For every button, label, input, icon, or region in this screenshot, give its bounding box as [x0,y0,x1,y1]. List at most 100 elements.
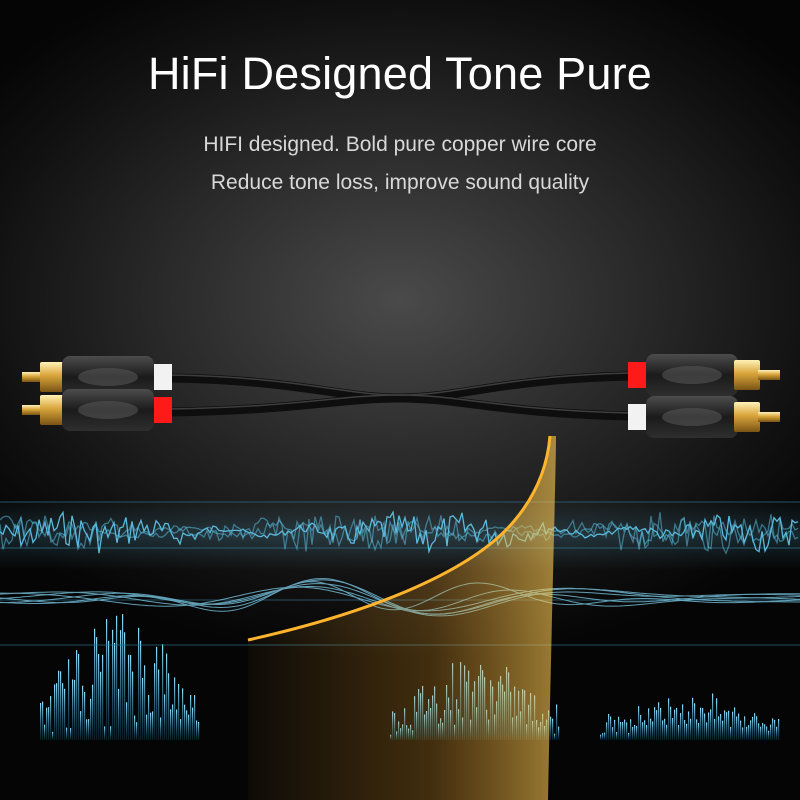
spectrum-bar [606,722,608,740]
spectrum-bar [42,701,44,740]
spectrum-bar [56,683,58,740]
spectrum-bar [682,704,684,740]
spectrum-bar [744,716,746,740]
spectrum-bar [174,677,176,740]
spectrum-bar [740,720,742,740]
spectrum-bar [86,719,88,740]
spectrum-bar [168,673,170,740]
rca-plug-right-white [628,396,780,438]
spectrum-bar [550,716,552,740]
spectrum-bar [100,671,102,740]
spectrum-bar [44,724,46,740]
spectrum-bar [688,711,690,740]
spectrum-bar [736,716,738,740]
spectrum-bar [766,726,768,740]
spectrum-bar [80,711,82,740]
spectrum-bar [96,637,98,740]
spectrum-bar [772,718,774,740]
spectrum-bar [716,698,718,740]
spectrum-bar [754,713,756,740]
spectrum-bar [102,654,104,740]
spectrum-bar [110,726,112,740]
spectrum-bar [600,734,602,740]
subline-sound-quality: Reduce tone loss, improve sound quality [210,171,590,194]
spectrum-bar [704,713,706,740]
spectrum-bar [700,707,702,740]
headline: HiFi Designed Tone Pure [147,48,653,99]
waveform-trace [0,510,799,555]
spectrum-bar [140,640,142,740]
spectrum-bar [90,698,92,740]
spectrum-bar [556,704,558,740]
spectrum-bar [64,688,66,740]
spectrum-bar [60,671,62,740]
spectrum-bar [698,723,700,740]
spectrum-bar [124,632,126,740]
spectrum-bar [186,710,188,740]
spectrum-bar [654,707,656,740]
spectrum-bar [732,711,734,740]
spectrum-bar [52,731,54,740]
spectrum-bar [632,727,634,740]
spectrum-bar [616,732,618,740]
spectrum-bar [112,629,114,740]
spectrum-bar [750,720,752,740]
spectrum-bar [660,707,662,740]
spectrum-bar [770,724,772,740]
spectrum-bar [164,694,166,740]
spectrum-bar [172,704,174,740]
spectrum-bar [122,614,124,740]
waveform-trace [0,512,799,552]
spectrum-bar [702,708,704,740]
spectrum-bar [696,719,698,740]
spectrum-bar [150,712,152,740]
spectrum-bar [76,650,78,740]
spectrum-bar [762,723,764,740]
spectrum-bar [712,693,714,740]
spectrum-bar [132,671,134,740]
rca-cable [165,371,635,421]
spectrum-bar [198,722,200,740]
spectrum-bar [88,719,90,740]
spectrum-bar [626,722,628,740]
sound-waveform [0,510,799,555]
spectrum-bar [148,694,150,740]
spectrum-bar [120,630,122,740]
spectrum-bar [608,714,610,740]
spectrum-bar [58,670,60,740]
spectrum-bar [48,707,50,740]
spectrum-bar [728,710,730,740]
spectrum-bar [730,726,732,740]
rca-plug-left-white [22,356,172,398]
spectrum-bar [104,726,106,740]
frequency-sweep-curve [247,435,556,800]
spectrum-bar [558,726,560,740]
spectrum-bar [664,718,666,740]
spectrum-bar [192,707,194,740]
spectrum-bar [746,726,748,740]
spectrum-bar [146,714,148,740]
spectrum-bar [188,714,190,740]
spectrum-bar [70,728,72,740]
spectrum-bar [706,722,708,740]
spectrum-bar [622,722,624,740]
spectrum-bar [624,719,626,740]
spectrum-bar [190,694,192,740]
spectrum-bar [768,730,770,740]
spectrum-bar [748,725,750,740]
spectrum-bar [194,695,196,740]
spectrum-bar [74,679,76,740]
spectrum-bar [68,659,70,740]
spectrum-bar [178,684,180,740]
spectrum-bar [134,715,136,740]
spectrum-bar [618,716,620,740]
spectrum-bar [54,684,56,740]
spectrum-bar [156,646,158,740]
spectrum-bar [778,719,780,740]
spectrum-bar [98,654,100,740]
spectrum-bar [184,704,186,740]
spectrum-bar [662,720,664,740]
spectrum-bar [72,679,74,740]
spectrum-bar [82,685,84,740]
spectrum-bar [650,718,652,740]
